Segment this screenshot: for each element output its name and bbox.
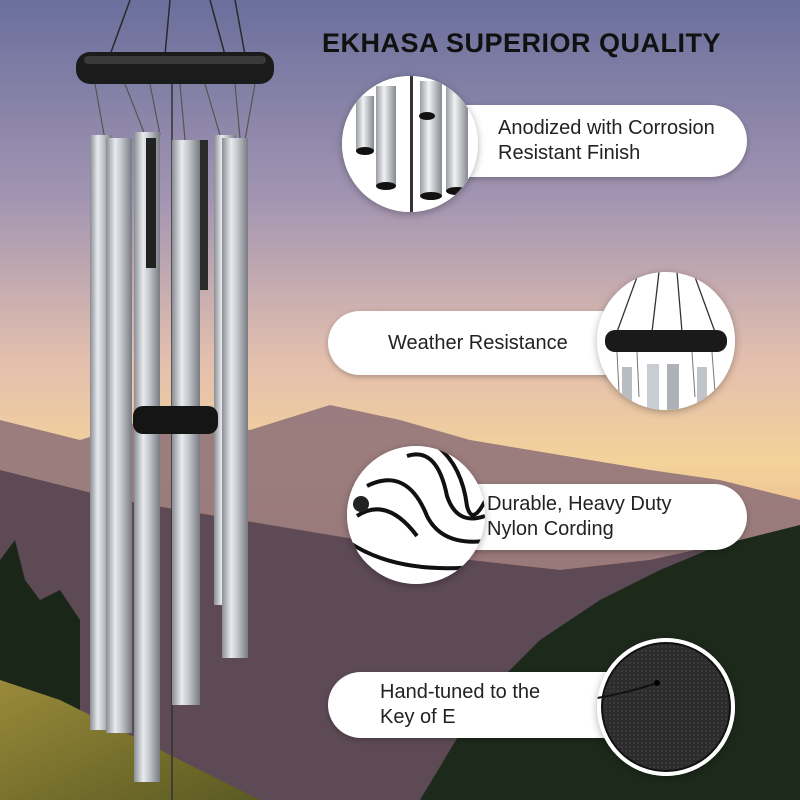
feature-text: Anodized with Corrosion Resistant Finish [498, 117, 715, 164]
headline: EKHASA SUPERIOR QUALITY [322, 28, 722, 58]
wind-sail-disc-icon [597, 638, 735, 776]
nylon-cord-icon [347, 446, 485, 584]
chime-tubes [90, 132, 248, 782]
chime-top-ring-icon [597, 272, 735, 410]
chime-striker [133, 406, 218, 434]
feature-text: Weather Resistance [388, 331, 568, 354]
chime-tubes-closeup-icon [342, 76, 478, 212]
hanging-cords [109, 0, 246, 56]
feature-text: Hand-tuned to the Key of E [380, 681, 541, 728]
feature-text: Durable, Heavy Duty Nylon Cording [487, 493, 672, 540]
grass-slope [0, 680, 260, 800]
